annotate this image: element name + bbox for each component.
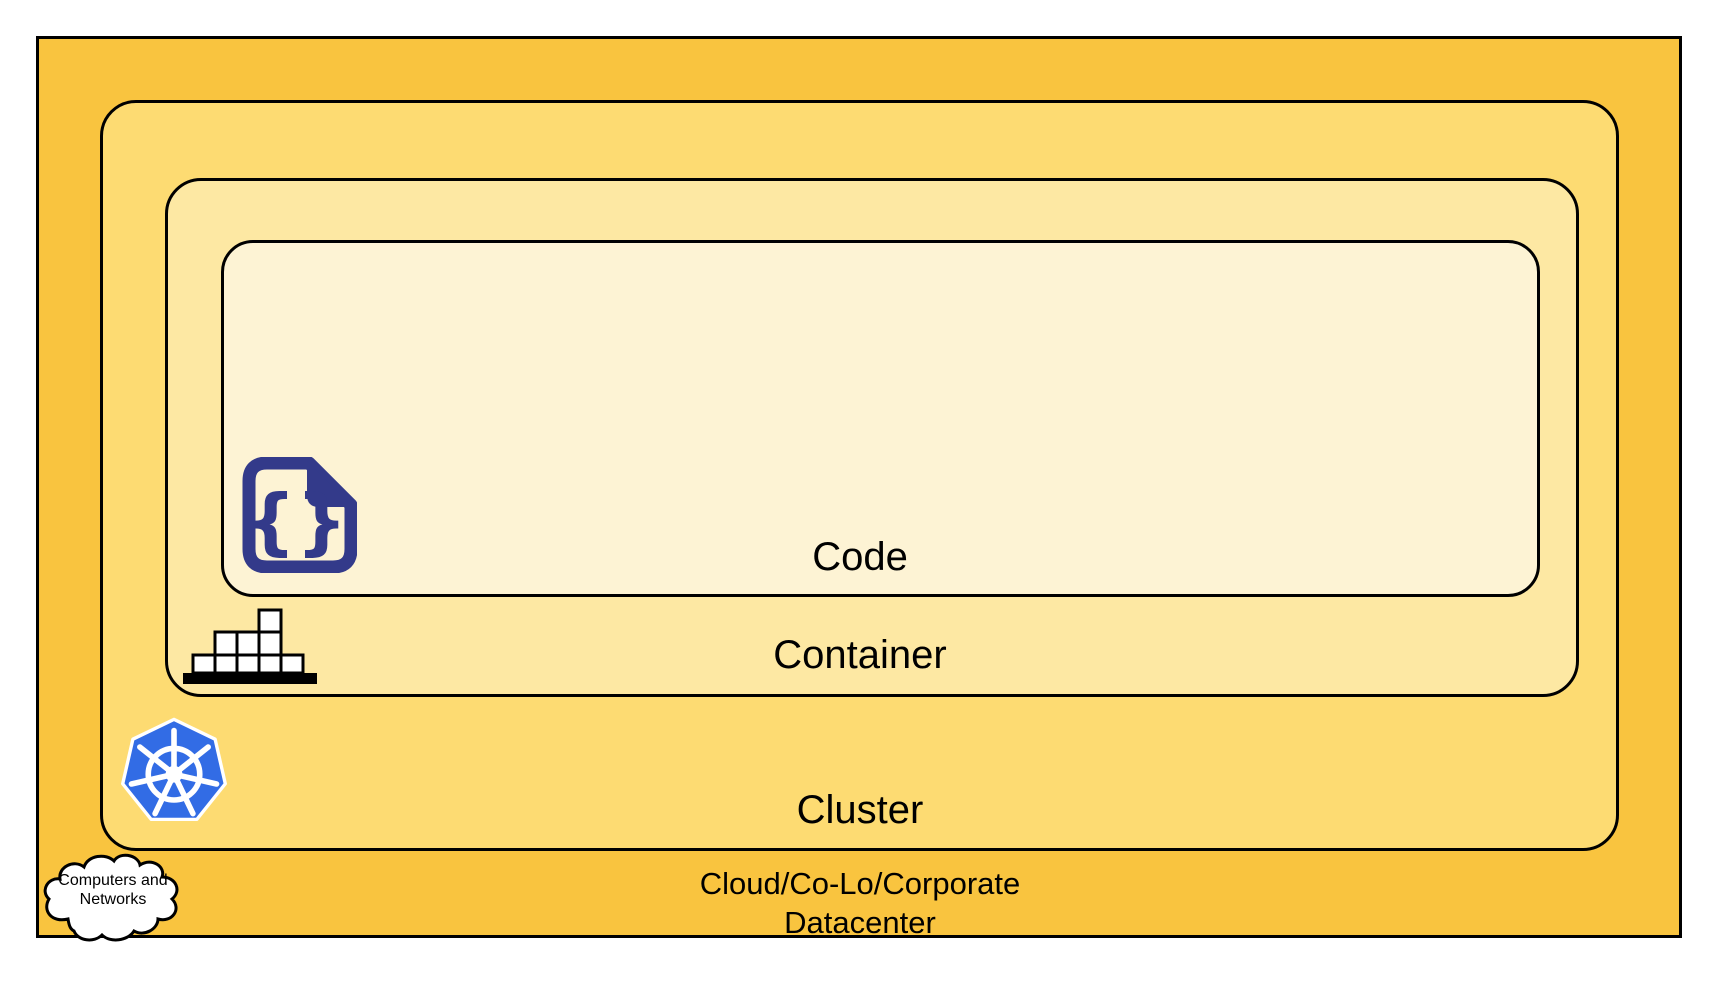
code-file-fold: [307, 461, 353, 507]
cloud-icon-label: Computers and Networks: [40, 871, 186, 909]
layer-cluster: [100, 100, 1619, 851]
datacenter-label-line1: Cloud/Co-Lo/Corporate: [699, 866, 1021, 901]
code-label: Code: [812, 535, 908, 579]
datacenter-label-line2: Datacenter: [784, 905, 936, 940]
layer-container: [165, 178, 1579, 697]
container-blocks-icon: [181, 601, 319, 690]
cluster-label: Cluster: [796, 788, 924, 832]
container-label: Container: [773, 633, 947, 677]
code-file-outline: [242, 456, 358, 574]
layer-code: [221, 240, 1540, 597]
container-base-line: [183, 673, 317, 684]
cloud-icon-label-line1: Computers and: [58, 872, 168, 889]
kubernetes-helm-icon: [118, 713, 230, 836]
code-file-icon: {}: [241, 456, 358, 578]
kubernetes-wheel-hub: [165, 765, 183, 783]
container-blocks: [191, 608, 305, 675]
cloud-icon-label-line2: Networks: [79, 891, 147, 908]
cloud-icon: Computers and Networks: [40, 849, 186, 945]
code-braces-glyph: {}: [245, 479, 348, 563]
datacenter-label: Cloud/Co-Lo/Corporate Datacenter: [0, 864, 1720, 942]
cloud-shape: [43, 853, 179, 942]
layer-datacenter: [36, 36, 1682, 938]
